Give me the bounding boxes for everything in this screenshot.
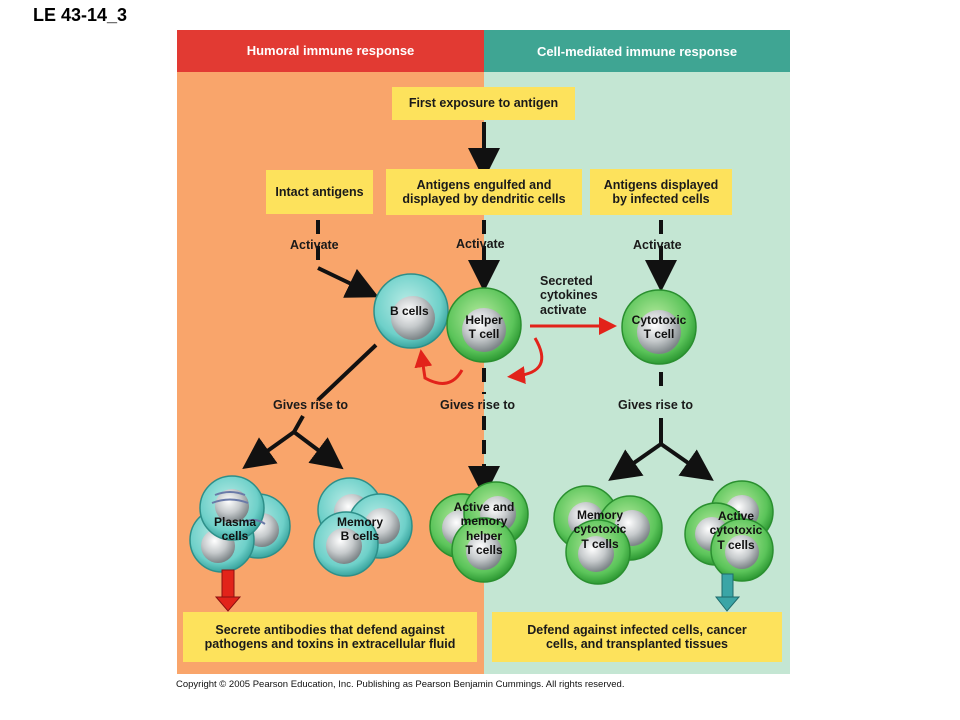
infected-text-line2: by infected cells [612,192,710,206]
arrow-helper-self [507,337,544,385]
helper-line1: Helper [465,313,503,327]
cytotoxic-line2: T cell [643,327,675,342]
intact-antigens-text: Intact antigens [275,184,364,199]
activate-center-label: Activate [456,237,505,251]
mc-line1: Memory [576,508,623,522]
copyright-text: Copyright © 2005 Pearson Education, Inc.… [176,679,625,690]
plasma-line1: Plasma [213,515,257,529]
amh-line3: helper [465,528,502,543]
intact-antigens-box: Intact antigens [266,170,373,214]
b-cell-graphic [373,273,449,349]
active-memory-helper-label: Active and memory helper T cells [444,500,524,558]
ac-line2: cytotoxic [709,523,763,538]
humoral-outcome-box: Secrete antibodies that defend against p… [183,612,477,662]
humoral-outcome-line1: Secrete antibodies that defend against [215,622,445,637]
humoral-outcome-line2: pathogens and toxins in extracellular fl… [204,637,456,651]
cell-mediated-header: Cell-mediated immune response [484,30,790,72]
gives-rise-center-label: Gives rise to [440,398,516,412]
arrow-plasma-to-outcome [214,569,242,612]
amh-line2: memory [460,514,508,529]
infected-text-line1: Antigens displayed [603,177,719,192]
activate-right-label: Activate [633,238,682,252]
ac-line3: T cells [717,537,755,552]
gives-rise-left-label: Gives rise to [273,398,349,412]
cytotoxic-t-cell-graphic [621,289,697,365]
helper-t-cell-label: Helper T cell [460,313,508,342]
figure-label: LE 43-14_3 [33,5,128,25]
b-cells-label: B cells [390,304,429,318]
cytokines-label: Secreted cytokines activate [540,274,598,317]
dendritic-box: Antigens engulfed and displayed by dendr… [386,169,582,215]
plasma-cells-graphic [189,475,291,573]
plasma-cells-label: Plasma cells [205,515,265,544]
dendritic-text-line2: displayed by dendritic cells [402,192,566,206]
arrow-intact-to-bcell [317,266,379,298]
cell-outcome-line1: Defend against infected cells, cancer [527,622,747,637]
arrow-active-cyto-to-outcome [714,573,741,612]
activate-left-label: Activate [290,238,339,252]
first-exposure-box: First exposure to antigen [392,87,575,120]
memory-b-line1: Memory [336,515,383,529]
memory-cytotoxic-label: Memory cytotoxic T cells [562,508,638,551]
memory-b-cells-graphic [313,477,413,577]
arrow-to-active-cyto [659,442,714,481]
amh-line1: Active and [453,500,515,514]
cytokines-line2: cytokines [540,288,598,303]
memory-b-line2: B cells [340,529,380,544]
helper-line2: T cell [468,327,500,342]
cell-outcome-box: Defend against infected cells, cancer ce… [492,612,782,662]
cell-outcome-line2: cells, and transplanted tissues [545,637,728,651]
helper-t-cell-graphic [446,287,522,363]
cytokines-line1: Secreted [540,274,593,288]
humoral-header: Humoral immune response [177,30,484,72]
cytotoxic-line1: Cytotoxic [631,313,687,327]
dendritic-text-line1: Antigens engulfed and [416,177,552,192]
gives-rise-right-label: Gives rise to [618,398,694,412]
arrow-to-memory-b [292,430,344,470]
plasma-line2: cells [221,529,249,544]
mc-line3: T cells [581,536,619,551]
active-cytotoxic-graphic [684,480,774,582]
active-memory-helper-graphic [429,481,529,583]
arrow-to-plasma [242,430,296,469]
memory-b-cells-label: Memory B cells [328,515,392,544]
first-exposure-text: First exposure to antigen [408,96,559,111]
line-bcell-down [316,343,378,402]
infected-box: Antigens displayed by infected cells [590,169,732,215]
arrow-to-memory-cyto [608,442,663,481]
amh-line4: T cells [465,543,503,558]
mc-line2: cytotoxic [573,522,627,537]
cytotoxic-t-cell-label: Cytotoxic T cell [623,313,695,342]
arrow-helper-to-bcell [414,349,464,385]
active-cytotoxic-label: Active cytotoxic T cells [698,509,774,552]
memory-cytotoxic-graphic [553,485,663,585]
ac-line1: Active [717,509,755,523]
cytokines-line3: activate [540,302,587,317]
